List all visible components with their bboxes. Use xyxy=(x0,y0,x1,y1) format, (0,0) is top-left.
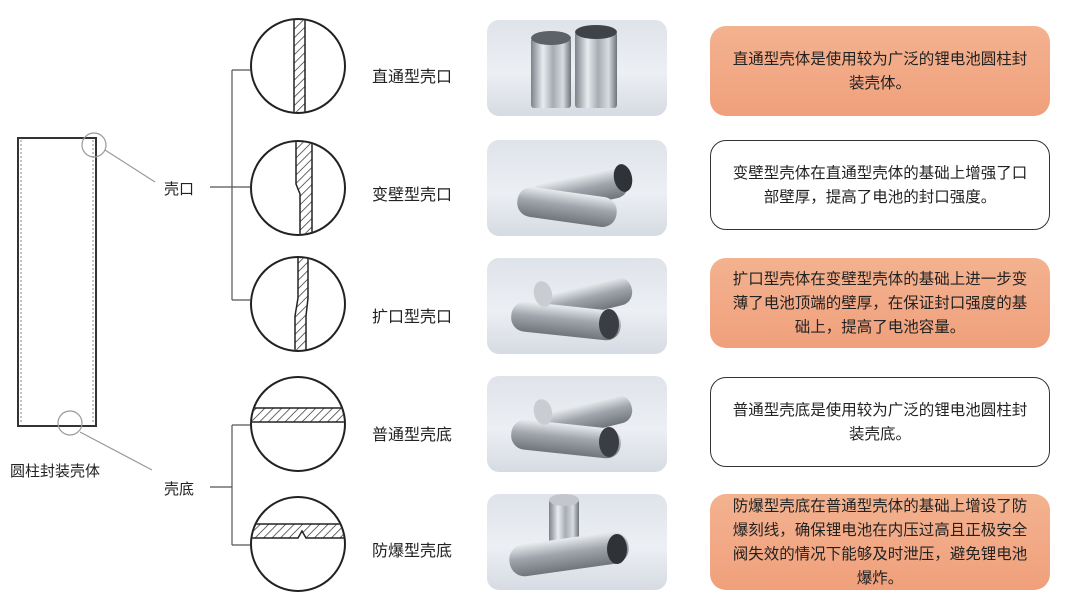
explosion-proof-bottom-photo xyxy=(487,494,667,590)
row-name-explosion-proof-bottom: 防爆型壳底 xyxy=(372,541,453,560)
row-name-regular-bottom: 普通型壳底 xyxy=(372,425,453,444)
explosion-proof-bottom-section-circle xyxy=(250,496,346,592)
straight-mouth-section-circle xyxy=(250,18,346,114)
row-name-variable-wall-mouth: 变壁型壳口 xyxy=(372,185,453,204)
mouth-callout-circle xyxy=(81,132,107,158)
row-name-flared-mouth: 扩口型壳口 xyxy=(372,307,453,326)
row-name-straight-mouth: 直通型壳口 xyxy=(372,67,453,86)
group-label-bottom: 壳底 xyxy=(164,480,195,498)
row-desc-straight-mouth: 直通型壳体是使用较为广泛的锂电池圆柱封装壳体。 xyxy=(710,26,1050,116)
flared-mouth-section-circle xyxy=(250,256,346,352)
group-label-mouth: 壳口 xyxy=(164,180,195,198)
row-desc-variable-wall-mouth: 变壁型壳体在直通型壳体的基础上增强了口部壁厚，提高了电池的封口强度。 xyxy=(710,140,1050,230)
variable-wall-section-circle xyxy=(250,140,346,236)
row-desc-flared-mouth: 扩口型壳体在变壁型壳体的基础上进一步变薄了电池顶端的壁厚，在保证封口强度的基础上… xyxy=(710,258,1050,348)
cylinder-body-label: 圆柱封装壳体 xyxy=(10,462,101,480)
regular-bottom-photo xyxy=(487,376,667,472)
cylinder-body-outline xyxy=(17,137,97,427)
regular-bottom-section-circle xyxy=(250,376,346,472)
variable-wall-photo xyxy=(487,140,667,236)
row-desc-explosion-proof-bottom: 防爆型壳底在普通型壳体的基础上增设了防爆刻线，确保锂电池在内压过高且正极安全阀失… xyxy=(710,494,1050,590)
straight-mouth-photo xyxy=(487,20,667,116)
bottom-callout-circle xyxy=(57,410,83,436)
flared-mouth-photo xyxy=(487,258,667,354)
row-desc-regular-bottom: 普通型壳底是使用较为广泛的锂电池圆柱封装壳底。 xyxy=(710,377,1050,467)
